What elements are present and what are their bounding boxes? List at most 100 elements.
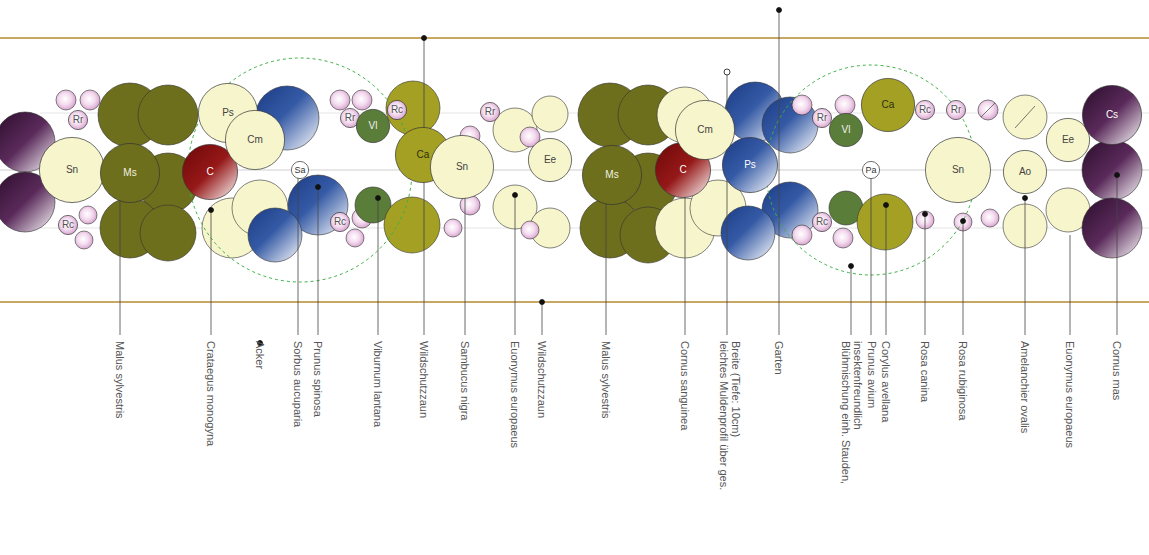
- plant-code: Rc: [816, 217, 828, 227]
- plant-circle: Pa: [862, 161, 880, 179]
- plant-symbol: [387, 100, 406, 119]
- plant-symbol: [812, 108, 831, 127]
- plant-symbol: [946, 100, 965, 119]
- plant-code: Sn: [66, 165, 78, 175]
- plant-label: Acker: [254, 341, 266, 369]
- plant-code: Cs: [1106, 110, 1118, 120]
- leader-dot: [1023, 196, 1028, 201]
- plant-symbol: [386, 81, 440, 135]
- leader-line: [871, 170, 872, 335]
- plant-code: Rc: [334, 217, 346, 227]
- plant-circle: Rr: [812, 108, 832, 128]
- leader-line: [120, 196, 121, 335]
- plant-code: Sa: [294, 166, 305, 175]
- plant-code: Rc: [391, 105, 403, 115]
- plant-circle: Ps: [722, 137, 778, 193]
- leader-line: [779, 10, 780, 335]
- plant-label: Euonymus europaeus: [1064, 341, 1076, 448]
- plant-label: Wildschutzzaun: [418, 341, 430, 418]
- plant-symbol: [1082, 140, 1142, 200]
- leader-line: [1117, 175, 1118, 335]
- plant-circle: Rc: [387, 100, 407, 120]
- plant-symbol: [75, 231, 93, 249]
- plant-code: C: [206, 167, 213, 177]
- leader-dot: [1115, 173, 1120, 178]
- plant-circle: Sn: [39, 137, 105, 203]
- plant-symbol: [857, 194, 913, 250]
- plant-label: Corylus avellana: [880, 341, 892, 422]
- plant-circle: Ee: [528, 138, 572, 182]
- plant-circle: Ee: [1046, 118, 1090, 162]
- leader-line: [963, 221, 964, 335]
- plant-label: leichtes Muldenprofil über ges. Breite (…: [718, 341, 742, 496]
- leader-line: [298, 170, 299, 335]
- leader-line: [1070, 235, 1071, 335]
- plant-symbol: [100, 143, 159, 202]
- plant-symbol: [1003, 150, 1046, 193]
- plant-label: Wildschutzzaun: [536, 341, 548, 418]
- plant-symbol: [68, 110, 87, 129]
- plant-symbol: [356, 109, 389, 142]
- plant-code: Sn: [456, 162, 468, 172]
- plant-circle: Rr: [68, 110, 88, 130]
- plant-circle: Rc: [330, 212, 350, 232]
- plant-label: Sorbus aucuparia: [292, 341, 304, 427]
- plant-circle: Vl: [829, 113, 863, 147]
- boundary-line: [0, 37, 1149, 39]
- plant-code: Ee: [1062, 135, 1074, 145]
- plant-label: Amelanchier ovalis: [1019, 341, 1031, 433]
- boundary-line: [0, 301, 1149, 303]
- plant-label: Viburnum lantana: [372, 341, 384, 427]
- plant-code: Vl: [842, 125, 851, 135]
- leader-dot: [961, 219, 966, 224]
- plant-symbol: [480, 102, 499, 121]
- plant-symbol: [1003, 95, 1047, 139]
- plant-circle: Sn: [925, 137, 991, 203]
- plant-circle: Ms: [100, 143, 160, 203]
- leader-dot: [422, 36, 427, 41]
- plant-symbol: [721, 206, 775, 260]
- plant-code: Ms: [605, 170, 618, 180]
- leader-dot: [540, 300, 545, 305]
- plant-symbol: [1046, 118, 1089, 161]
- leader-dot: [513, 193, 518, 198]
- plant-code: Ca: [882, 100, 895, 110]
- leader-dot: [777, 8, 782, 13]
- plant-circle: Rc: [915, 100, 935, 120]
- plant-symbol: [835, 95, 855, 115]
- plant-symbol: [58, 215, 77, 234]
- plant-circle: Ms: [582, 145, 642, 205]
- plant-code: Ao: [1019, 167, 1031, 177]
- leader-line: [211, 210, 212, 335]
- plant-code: Rr: [345, 113, 356, 123]
- plant-code: Vl: [369, 121, 378, 131]
- plant-code: Rc: [919, 105, 931, 115]
- plant-code: Rr: [73, 115, 84, 125]
- plant-code: Pa: [865, 166, 876, 175]
- leader-line: [886, 205, 887, 335]
- plant-label: Cornus sanguinea: [679, 341, 691, 430]
- leader-dot: [316, 185, 321, 190]
- plant-symbol: [330, 212, 349, 231]
- plant-circle: Rc: [812, 212, 832, 232]
- plant-label: Crataegus monogyna: [205, 341, 217, 446]
- plant-circle: Vl: [356, 109, 390, 143]
- plant-label: Cornus mas: [1111, 341, 1123, 400]
- plant-circle: Cm: [225, 110, 285, 170]
- plant-code: Ps: [744, 160, 756, 170]
- symbol-mark: [981, 103, 995, 117]
- plant-symbol: [812, 212, 831, 231]
- plant-symbol: [248, 208, 302, 262]
- plant-circle: Ao: [1003, 150, 1047, 194]
- plant-symbol: [833, 228, 853, 248]
- plant-symbol: [862, 161, 879, 178]
- plant-label: Prunus avium: [866, 341, 878, 408]
- leader-line: [424, 38, 425, 335]
- leader-dot: [849, 264, 854, 269]
- plant-circle: Sn: [430, 135, 494, 199]
- plant-symbol: [861, 78, 914, 131]
- plant-code: Ca: [417, 150, 430, 160]
